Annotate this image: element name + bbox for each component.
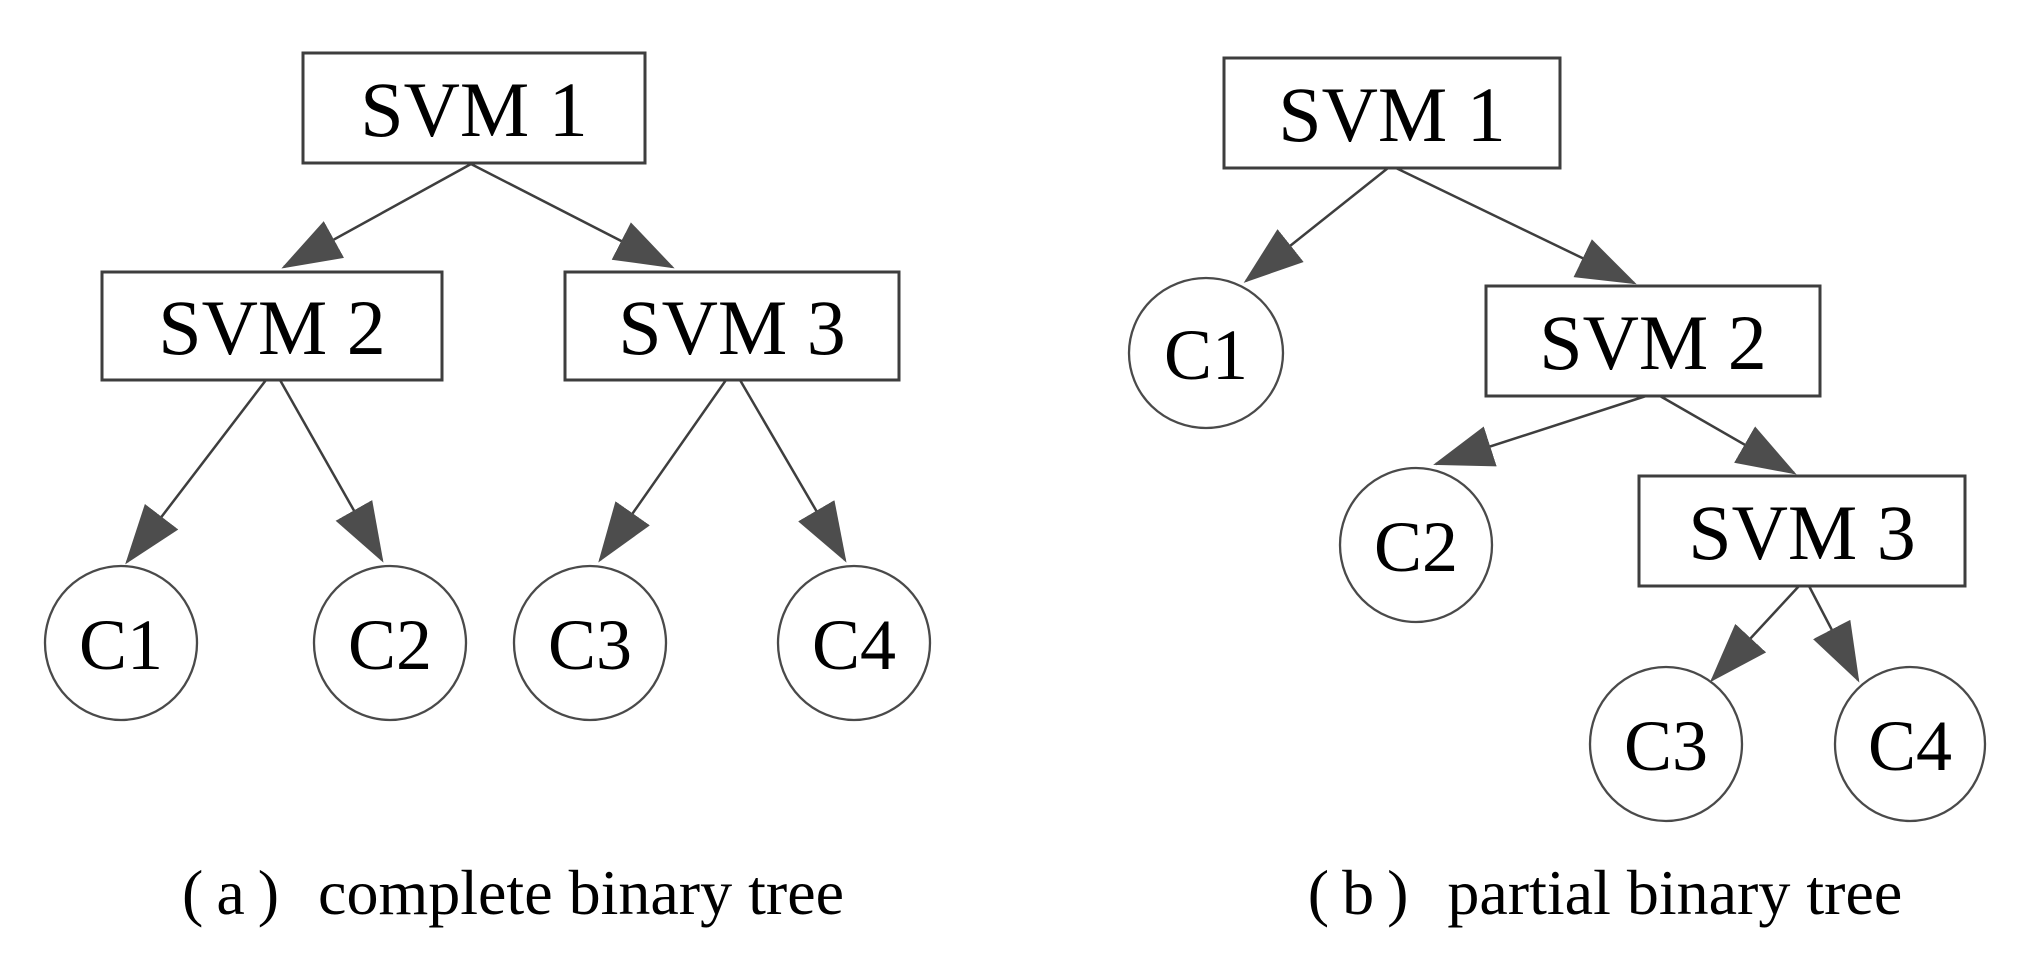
node-b-svm1-label: SVM 1 <box>1278 71 1506 158</box>
node-b-c3-circle <box>1588 665 1744 823</box>
node-a-c3-circle <box>512 564 668 722</box>
node-a-svm1-box <box>301 51 647 165</box>
node-b-svm3-box <box>1637 474 1967 588</box>
node-a-svm2-label: SVM 2 <box>158 284 386 371</box>
edge-b-svm2-c2 <box>1433 394 1647 467</box>
caption-b-text: partial binary tree <box>1447 857 1903 928</box>
edge-a-svm3-c3 <box>598 379 728 563</box>
caption-a: (a) complete binary tree <box>182 857 844 928</box>
node-a-c4-circle <box>776 564 932 722</box>
edge-b-svm1-c1 <box>1243 167 1389 283</box>
node-b-c3-label: C3 <box>1624 706 1708 786</box>
edge-b-svm3-c4 <box>1807 585 1860 683</box>
edge-a-svm1-svm2 <box>281 162 472 269</box>
caption-a-label: (a) <box>182 857 293 928</box>
edge-a-svm3-c4 <box>738 379 847 563</box>
caption-b-label: (b) <box>1307 857 1422 928</box>
node-b-svm3-label: SVM 3 <box>1688 489 1916 576</box>
node-a-c1-label: C1 <box>79 605 163 685</box>
caption-b: (b) partial binary tree <box>1307 857 1903 928</box>
node-a-svm1-label: SVM 1 <box>360 66 588 153</box>
node-a-c2-label: C2 <box>348 605 432 685</box>
node-b-svm2-label: SVM 2 <box>1539 299 1767 386</box>
node-a-c3-label: C3 <box>548 605 632 685</box>
edge-a-svm2-c1 <box>125 379 267 565</box>
node-a-c1-circle <box>43 564 199 722</box>
node-b-c1-circle <box>1127 276 1285 430</box>
edge-a-svm1-svm3 <box>470 162 675 269</box>
node-a-c2-circle <box>312 564 468 722</box>
node-a-svm2-box <box>100 270 444 382</box>
node-b-svm2-box <box>1484 284 1822 398</box>
edge-a-svm2-c2 <box>278 379 384 563</box>
edge-b-svm2-svm3 <box>1659 394 1797 475</box>
node-b-svm1-box <box>1222 56 1562 170</box>
node-a-svm3-label: SVM 3 <box>618 284 846 371</box>
caption-a-text: complete binary tree <box>318 857 844 928</box>
diagram-a: SVM 1 SVM 2 SVM 3 C1 C2 C3 C4 <box>43 51 932 722</box>
node-a-c4-label: C4 <box>812 605 896 685</box>
node-b-c2-circle <box>1338 466 1494 624</box>
diagram-b: SVM 1 C1 SVM 2 C2 SVM 3 C3 C4 <box>1127 56 1987 823</box>
edge-b-svm1-svm2 <box>1395 166 1637 285</box>
node-b-c4-circle <box>1833 665 1987 823</box>
node-b-c2-label: C2 <box>1374 507 1458 587</box>
edge-b-svm3-c3 <box>1709 585 1800 683</box>
node-b-c4-label: C4 <box>1868 706 1952 786</box>
node-b-c1-label: C1 <box>1164 315 1248 395</box>
node-a-svm3-box <box>563 270 901 382</box>
